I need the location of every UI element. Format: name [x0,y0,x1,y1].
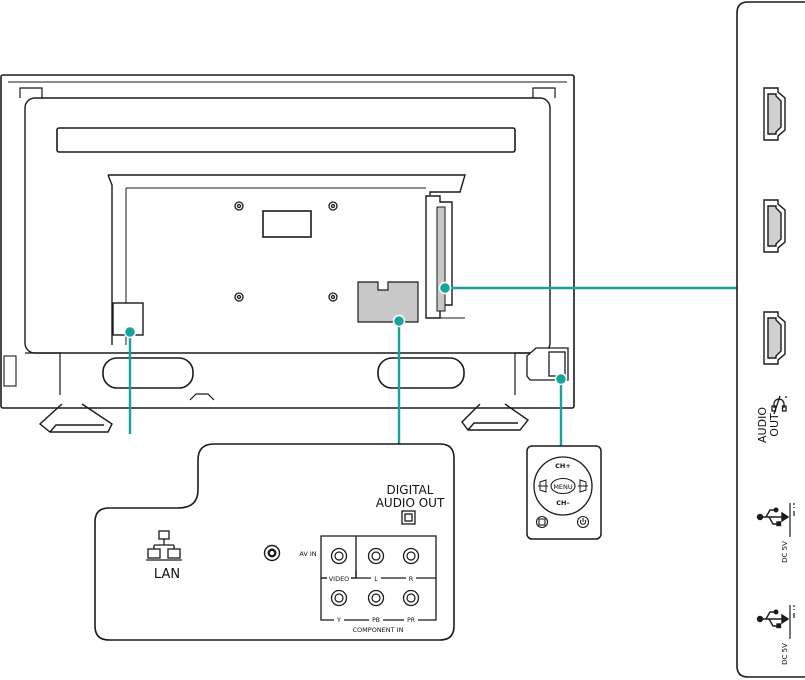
rca-jack-icon [404,591,419,606]
label-plate [263,211,311,237]
rca-jack-icon [332,549,347,564]
menu-button-label: MENU [553,483,573,491]
audio-out-label-line2: OUT [768,413,781,437]
right-foot-slot [378,358,464,388]
left-foot-slot [103,358,193,388]
top-vent-slot [57,128,515,152]
rca-jack-icon [404,549,419,564]
component-y-label: Y [336,616,341,624]
usb2-dc5v-label: DC 5V [781,643,789,665]
audio-l-label: L [374,575,378,583]
av-in-label: AV IN [299,550,316,558]
vesa-screw-holes [235,202,337,301]
digital-audio-out-label-line2: AUDIO OUT [376,496,445,510]
video-label: VIDEO [329,575,350,583]
channel-up-label: CH+ [555,462,571,470]
rear-connections-panel [95,444,454,640]
av-mini-jack-icon [265,546,280,561]
usb1-dc5v-label: DC 5V [781,541,789,563]
lan-label: LAN [154,567,180,582]
rca-jack-icon [369,549,384,564]
tv-back-body [1,75,574,432]
component-pb-label: PB [372,617,380,624]
component-in-label: COMPONENT IN [353,626,404,634]
component-pr-label: PR [407,617,415,624]
rca-jack-icon [332,591,347,606]
tv-side-port-column [426,196,465,318]
channel-down-label: CH– [556,499,569,507]
audio-r-label: R [409,575,414,583]
tv-rear-port-panel [358,282,418,322]
digital-audio-out-label-line1: DIGITAL [387,483,434,497]
rca-jack-icon [369,591,384,606]
